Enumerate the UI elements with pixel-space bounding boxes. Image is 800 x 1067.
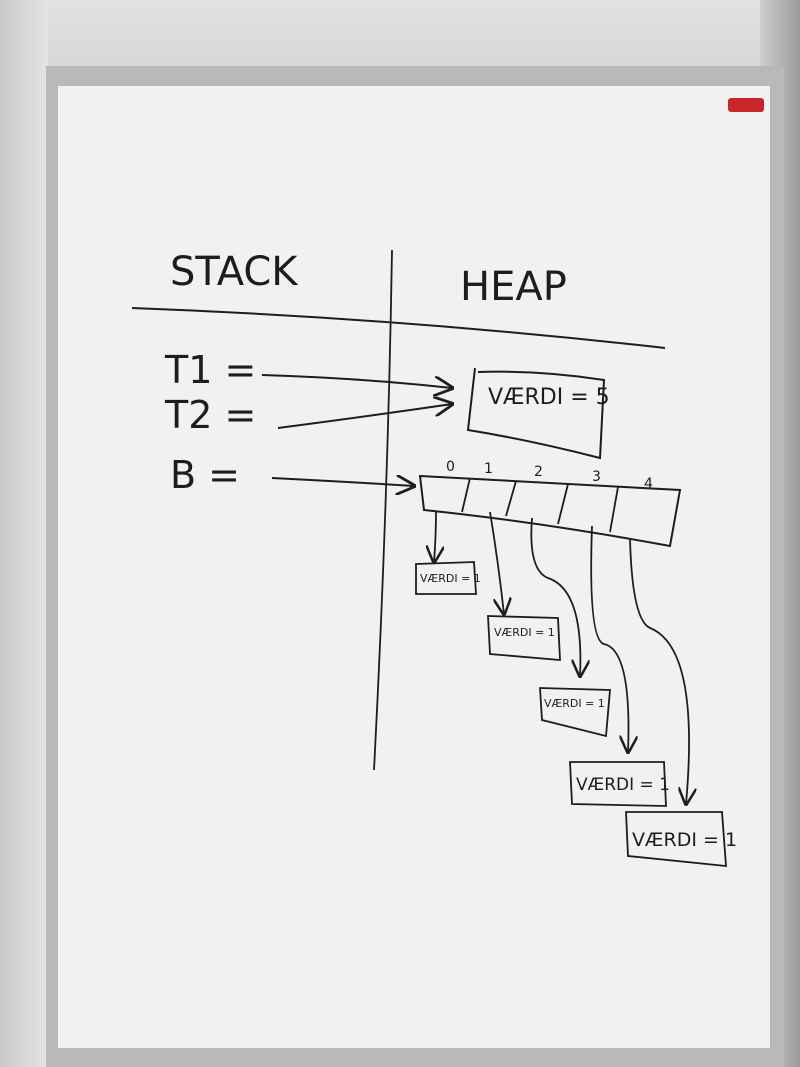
element-object-1: VÆRDI = 1 — [487, 615, 561, 661]
t2-arrow — [277, 404, 452, 429]
heap-header: HEAP — [460, 264, 567, 310]
variable-b: B = — [170, 453, 240, 497]
element-value-1: VÆRDI = 1 — [494, 626, 555, 639]
stack-header: STACK — [170, 249, 299, 295]
element-object-2: VÆRDI = 1 — [539, 687, 611, 738]
element-object-3: VÆRDI = 1 — [569, 761, 670, 807]
element-value-4: VÆRDI = 1 — [632, 829, 737, 851]
element-value-2: VÆRDI = 1 — [544, 697, 605, 710]
wall-left — [0, 0, 48, 1067]
array-index-3: 3 — [592, 469, 601, 485]
element-object-4: VÆRDI = 1 — [625, 811, 737, 868]
board-surface — [58, 86, 770, 1048]
element-arrow-4 — [629, 537, 689, 804]
element-arrow-0 — [434, 511, 436, 562]
array-index-4: 4 — [644, 476, 653, 492]
element-arrow-2 — [530, 517, 580, 676]
element-value-3: VÆRDI = 1 — [576, 775, 670, 795]
array-index-0: 0 — [446, 459, 455, 475]
t1-arrow — [261, 374, 452, 388]
element-arrow-3 — [590, 525, 628, 752]
variable-t2: T2 = — [164, 393, 256, 437]
b-arrow — [271, 478, 414, 486]
wall-top — [0, 0, 800, 70]
element-arrow-1 — [489, 511, 504, 614]
array-index-2: 2 — [534, 464, 543, 480]
element-object-0: VÆRDI = 1 — [415, 561, 481, 595]
header-underline — [131, 307, 666, 349]
tray-marker — [728, 98, 764, 112]
variable-t1: T1 = — [164, 348, 256, 392]
element-value-0: VÆRDI = 1 — [420, 572, 481, 585]
shared-object-box — [466, 367, 606, 460]
shared-object-value: VÆRDI = 5 — [488, 385, 610, 410]
array-box — [418, 474, 682, 548]
array-index-1: 1 — [484, 461, 493, 477]
stack-heap-divider — [373, 249, 393, 771]
